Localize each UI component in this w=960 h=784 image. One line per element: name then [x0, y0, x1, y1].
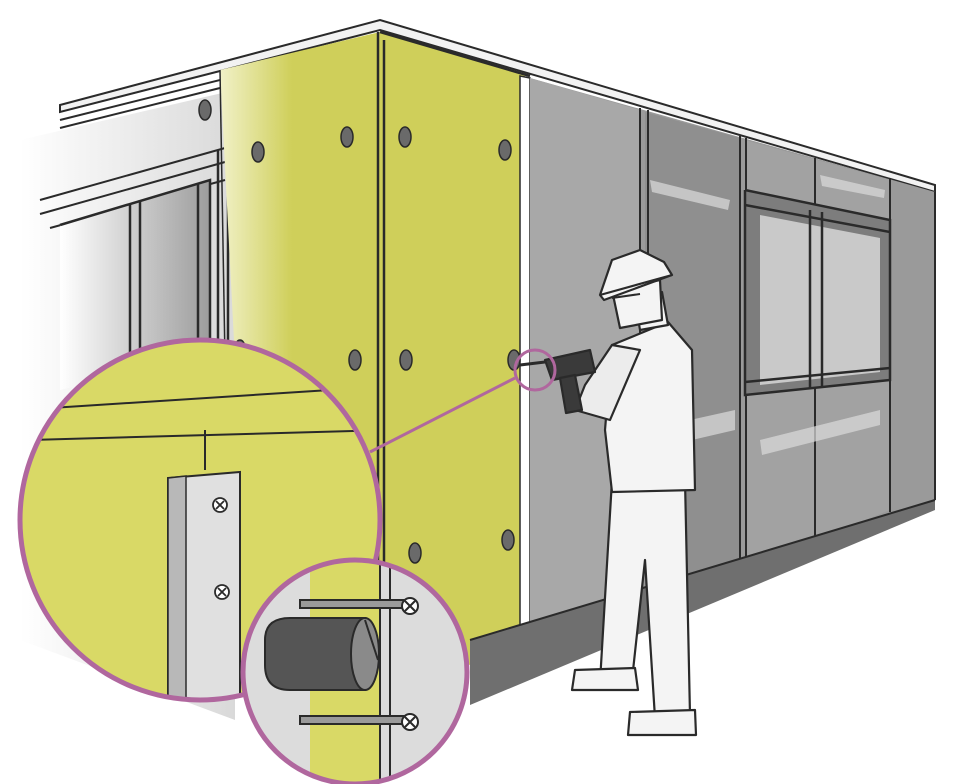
detail-circle-small — [240, 557, 470, 784]
left-window — [59, 146, 230, 390]
callout-lines — [369, 348, 557, 454]
insulation-anchors — [198, 99, 521, 564]
wall-reflections — [650, 175, 885, 455]
worker-figure — [519, 248, 698, 737]
anchor-nails — [299, 597, 419, 731]
insulation-dowel — [264, 617, 380, 691]
right-window — [743, 188, 892, 397]
bracket-screws — [212, 497, 230, 600]
